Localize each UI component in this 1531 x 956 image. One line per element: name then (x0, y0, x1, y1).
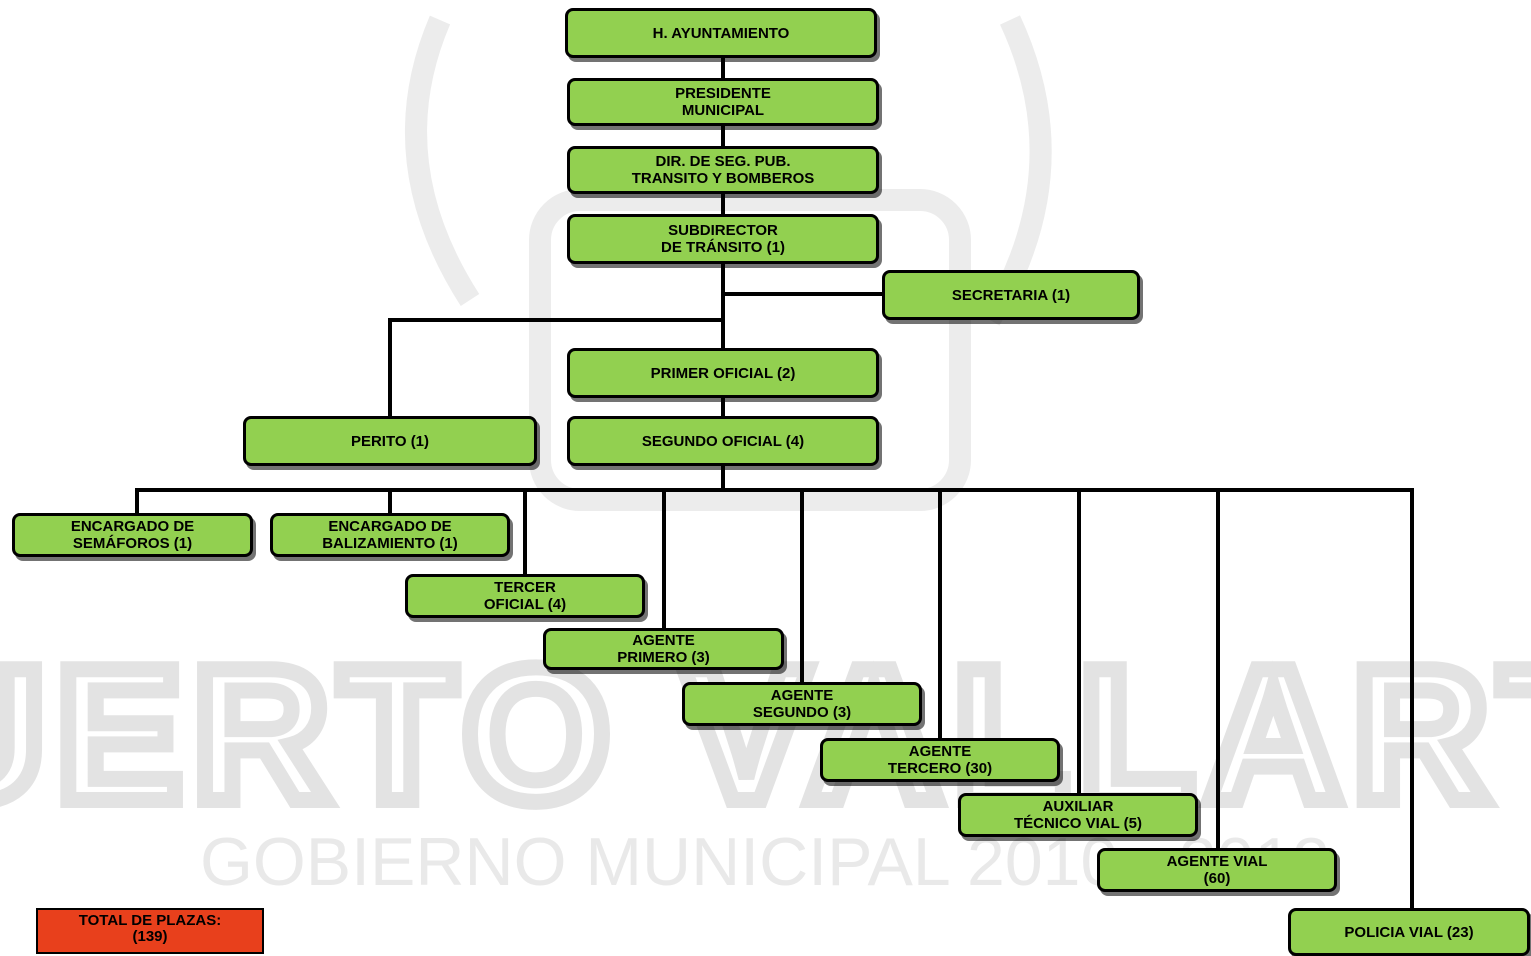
node-subdirector-transito: SUBDIRECTOR DE TRÁNSITO (1) (567, 214, 879, 264)
node-secretaria: SECRETARIA (1) (882, 270, 1140, 320)
total-plazas-badge: TOTAL DE PLAZAS: (139) (36, 908, 264, 954)
node-agente-vial: AGENTE VIAL (60) (1097, 848, 1337, 892)
node-encargado-semaforos: ENCARGADO DE SEMÁFOROS (1) (12, 513, 253, 557)
node-segundo-oficial: SEGUNDO OFICIAL (4) (567, 416, 879, 466)
node-encargado-balizamiento: ENCARGADO DE BALIZAMIENTO (1) (270, 513, 510, 557)
connector-bus (135, 488, 1414, 908)
node-h-ayuntamiento: H. AYUNTAMIENTO (565, 8, 877, 58)
node-policia-vial: POLICIA VIAL (23) (1288, 908, 1530, 956)
node-perito: PERITO (1) (243, 416, 537, 466)
node-agente-tercero: AGENTE TERCERO (30) (820, 738, 1060, 782)
watermark-crest-left (405, 15, 480, 306)
node-tercer-oficial: TERCER OFICIAL (4) (405, 574, 645, 618)
node-agente-primero: AGENTE PRIMERO (3) (543, 628, 784, 670)
node-dir-seg-pub: DIR. DE SEG. PUB. TRANSITO Y BOMBEROS (567, 146, 879, 194)
node-agente-segundo: AGENTE SEGUNDO (3) (682, 682, 922, 726)
node-presidente-municipal: PRESIDENTE MUNICIPAL (567, 78, 879, 126)
watermark-crest-shield (529, 189, 971, 511)
connector-perito (388, 318, 723, 416)
node-primer-oficial: PRIMER OFICIAL (2) (567, 348, 879, 398)
node-auxiliar-tecnico-vial: AUXILIAR TÉCNICO VIAL (5) (958, 793, 1198, 837)
